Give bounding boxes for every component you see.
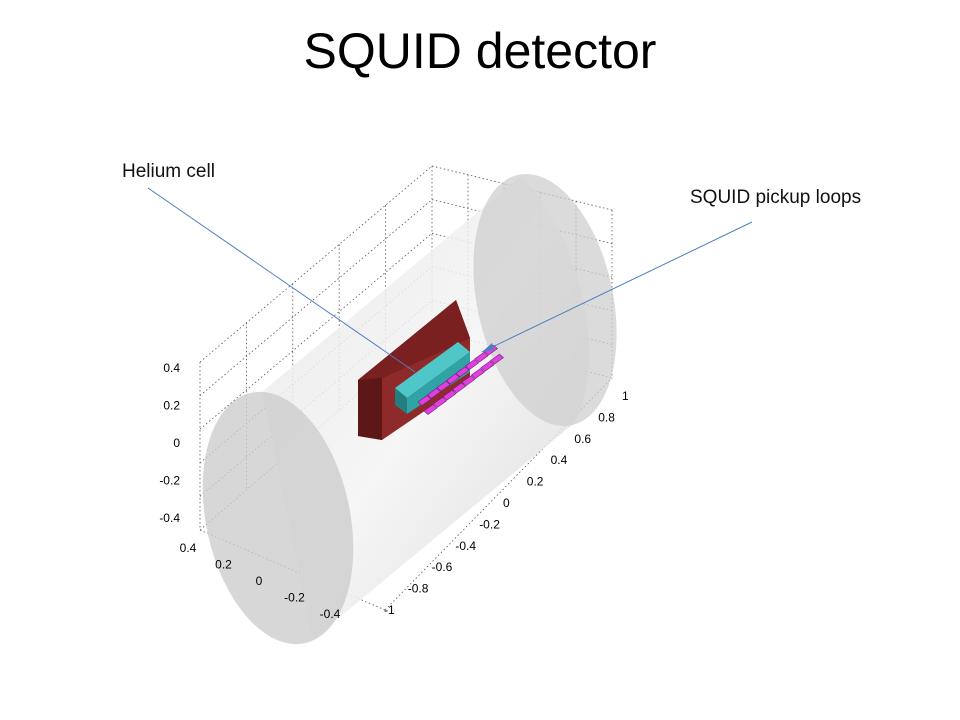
- pickup-loop: [461, 375, 476, 387]
- pickup-loop: [474, 351, 489, 363]
- cylinder-back-cap: [473, 174, 617, 426]
- slide-title: SQUID detector: [303, 23, 657, 79]
- helium-cell-label: Helium cell: [122, 161, 215, 182]
- depth-tick-label: 0: [503, 496, 510, 510]
- vertical-tick-label: -0.4: [159, 511, 180, 525]
- pickup-loop: [471, 368, 485, 379]
- front-tick-label: 0: [256, 574, 263, 588]
- pickup-loop: [465, 359, 479, 370]
- front-axis-ticks: 0.4 0.2 0 -0.2 -0.4: [180, 541, 341, 621]
- depth-tick-label: 0.4: [551, 453, 568, 467]
- depth-tick-label: 1: [622, 389, 629, 403]
- pickup-loop: [490, 353, 504, 365]
- pickup-loop: [427, 387, 441, 399]
- vertical-axis-ticks: 0.4 0.2 0 -0.2 -0.4: [159, 361, 180, 525]
- front-tick-label: 0.4: [180, 541, 197, 555]
- depth-tick-label: -0.8: [408, 582, 429, 596]
- helium-cell-side: [358, 378, 382, 440]
- depth-tick-label: -0.6: [432, 560, 453, 574]
- pickup-loop: [452, 382, 466, 394]
- pickup-loop: [433, 396, 447, 408]
- pickup-loop: [417, 395, 432, 406]
- depth-tick-label: -0.4: [455, 539, 476, 553]
- pickup-loops: [417, 344, 504, 415]
- cylinder-front-cap: [202, 391, 354, 645]
- front-tick-label: 0.2: [215, 558, 232, 572]
- vertical-tick-label: 0: [173, 436, 180, 450]
- depth-tick-label: 0.6: [574, 432, 591, 446]
- squid-leader-line: [481, 221, 753, 353]
- front-tick-label: -0.2: [284, 591, 305, 605]
- pickup-loop: [442, 389, 457, 401]
- pickup-loop: [446, 373, 460, 385]
- front-tick-label: -0.4: [320, 607, 341, 621]
- pickup-loop: [455, 366, 470, 378]
- depth-tick-label: -0.2: [479, 517, 500, 531]
- pickup-loop: [423, 404, 438, 415]
- vertical-tick-label: 0.2: [163, 399, 180, 413]
- depth-tick-label: 0.8: [598, 410, 615, 424]
- vertical-tick-label: 0.4: [163, 361, 180, 375]
- squid-pickup-loops-label: SQUID pickup loops: [690, 187, 862, 208]
- helium-cell-leader-line: [147, 187, 416, 373]
- squid-leader-arrowhead: [482, 343, 494, 352]
- pickup-loop: [480, 360, 495, 372]
- vertical-tick-label: -0.2: [159, 474, 180, 488]
- depth-tick-label: 0.2: [527, 475, 544, 489]
- depth-tick-label: -1: [384, 603, 395, 617]
- depth-axis-ticks: 1 0.8 0.6 0.4 0.2 0-0.2-0.4-0.6-0.8 -1: [384, 389, 629, 617]
- pickup-loop: [436, 380, 451, 392]
